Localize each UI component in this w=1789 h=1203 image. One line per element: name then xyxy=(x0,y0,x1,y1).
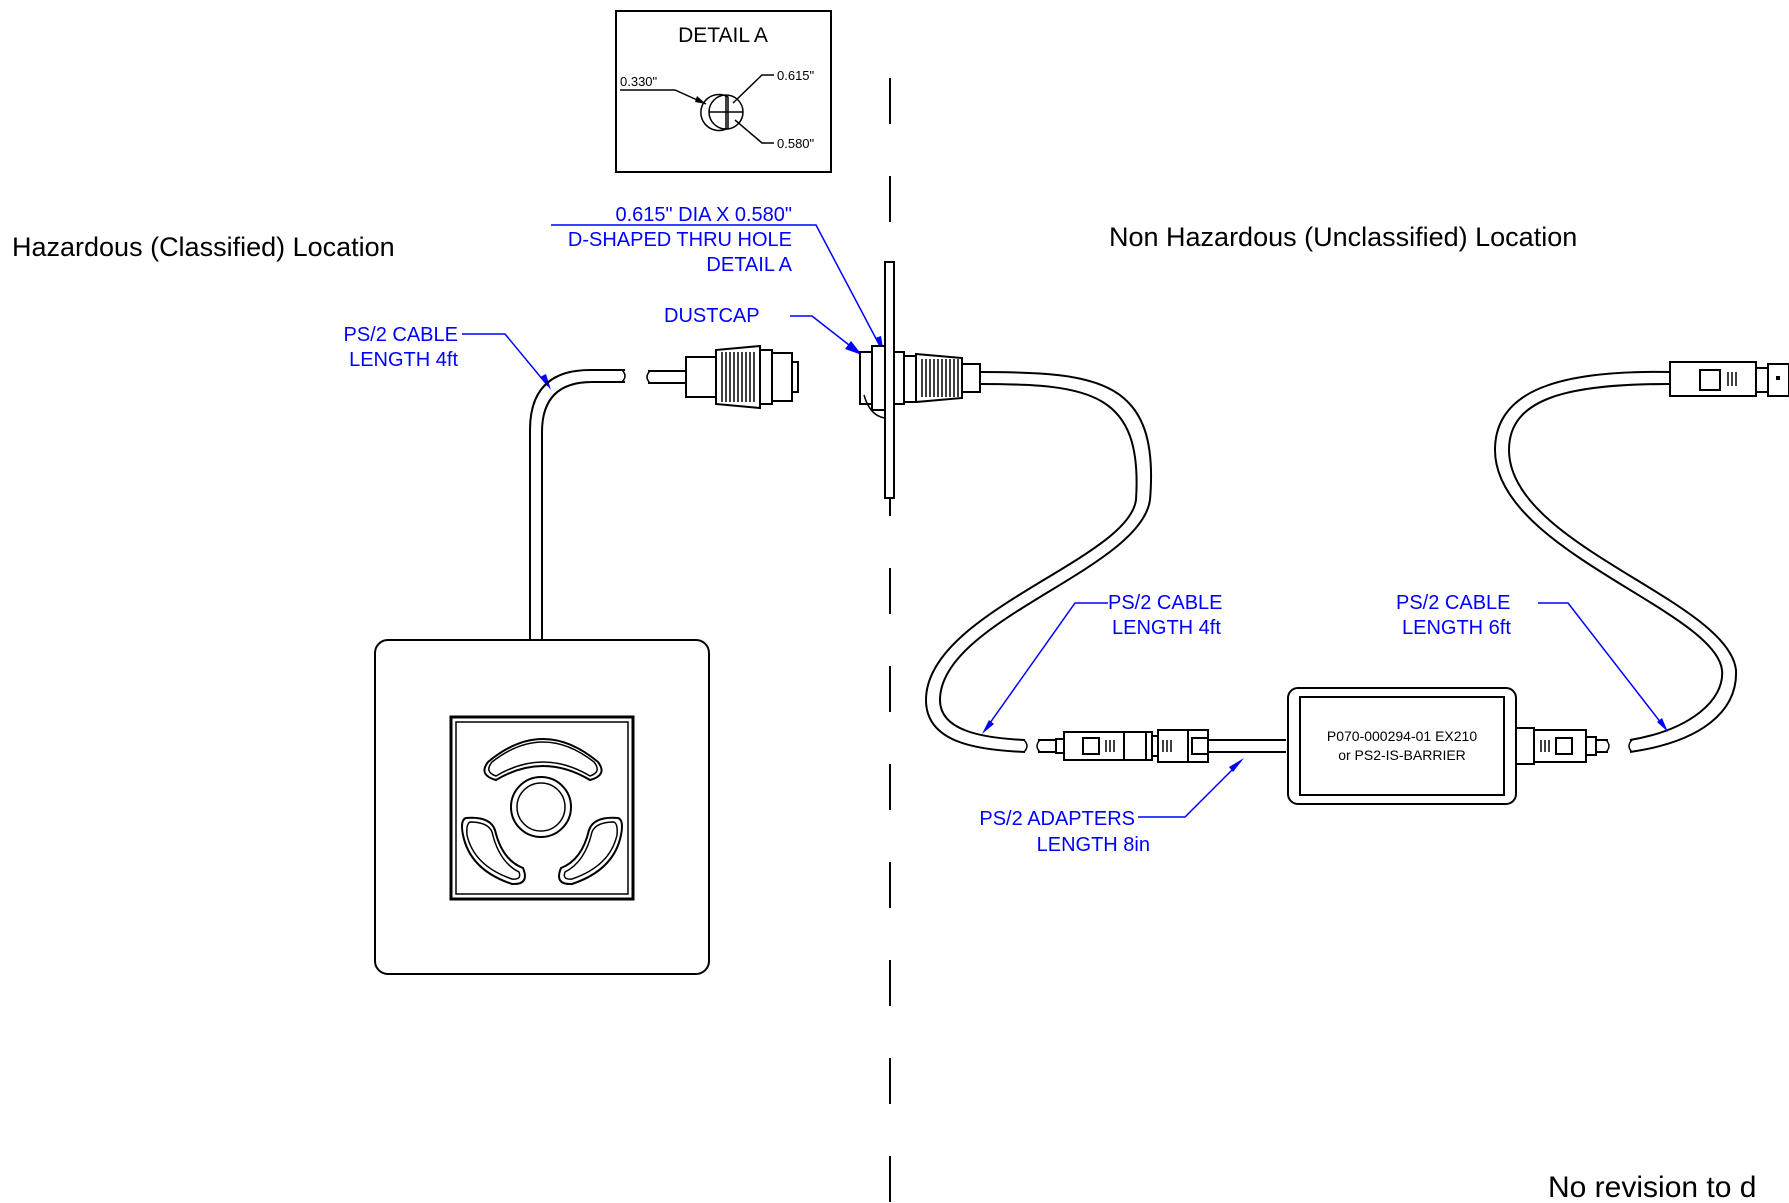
hole-callout: 0.615" DIA X 0.580" D-SHAPED THRU HOLE D… xyxy=(551,204,884,354)
dim-bottom-leader xyxy=(734,119,774,144)
dustcap-arrowhead xyxy=(845,341,862,355)
dustcap-label: DUSTCAP xyxy=(664,305,760,327)
center-button[interactable] xyxy=(510,776,572,838)
adapters-label-line2: LENGTH 8in xyxy=(1037,834,1150,856)
left-circular-connector xyxy=(685,344,799,410)
right-button[interactable] xyxy=(558,816,623,886)
dim-top-leader xyxy=(732,74,774,104)
is-barrier-box: P070-000294-01 EX210 or PS2-IS-BARRIER xyxy=(1287,687,1517,805)
cable-left-label-line1: PS/2 CABLE xyxy=(343,324,458,346)
hole-callout-line2: D-SHAPED THRU HOLE xyxy=(568,229,792,251)
detail-a-dim-left: 0.330" xyxy=(620,74,658,89)
detail-a-dim-top: 0.615" xyxy=(777,68,815,83)
detail-a-title: DETAIL A xyxy=(678,24,768,47)
hole-callout-leader xyxy=(551,224,883,351)
middle-ps2-cable xyxy=(924,371,1153,753)
hole-callout-line1: 0.615" DIA X 0.580" xyxy=(615,204,792,226)
cable-left-label-line2: LENGTH 4ft xyxy=(349,349,458,371)
ps2-end-connector xyxy=(1669,361,1789,397)
d-shaped-hole-icon xyxy=(700,93,744,132)
cable-right-label-line1: PS/2 CABLE xyxy=(1396,592,1511,614)
detail-a-dim-bottom: 0.580" xyxy=(777,136,815,151)
revision-note: No revision to d xyxy=(1548,1171,1756,1203)
non-hazardous-zone-label: Non Hazardous (Unclassified) Location xyxy=(1109,222,1577,252)
left-button[interactable] xyxy=(461,816,526,886)
pointing-device-keypad xyxy=(374,639,710,975)
barrier-label-line1: P070-000294-01 EX210 xyxy=(1327,728,1477,744)
cable-left-leader xyxy=(462,333,549,387)
cable-right-label-line2: LENGTH 6ft xyxy=(1402,617,1511,639)
cable-mid-leader xyxy=(984,602,1108,731)
cable-right-leader xyxy=(1538,602,1666,729)
right-adapter xyxy=(1515,727,1610,765)
hole-callout-line3: DETAIL A xyxy=(706,254,792,276)
cable-mid-label-line1: PS/2 CABLE xyxy=(1108,592,1223,614)
panel-bulkhead xyxy=(859,261,981,499)
cable-mid-label-line2: LENGTH 4ft xyxy=(1112,617,1221,639)
right-ps2-cable xyxy=(1493,370,1738,753)
dim-left-leader xyxy=(620,89,707,105)
left-ps2-cable xyxy=(529,369,688,640)
barrier-label-line2: or PS2-IS-BARRIER xyxy=(1338,747,1466,763)
detail-a-box: DETAIL A 0.330" 0.615" 0.580" xyxy=(615,10,832,173)
panel-plate xyxy=(884,261,895,499)
hazardous-zone-label: Hazardous (Classified) Location xyxy=(12,232,395,262)
adapters-label-line1: PS/2 ADAPTERS xyxy=(979,808,1135,830)
ps2-adapters xyxy=(1036,729,1286,763)
dustcap-leader xyxy=(790,315,859,353)
adapters-leader xyxy=(1138,761,1241,818)
